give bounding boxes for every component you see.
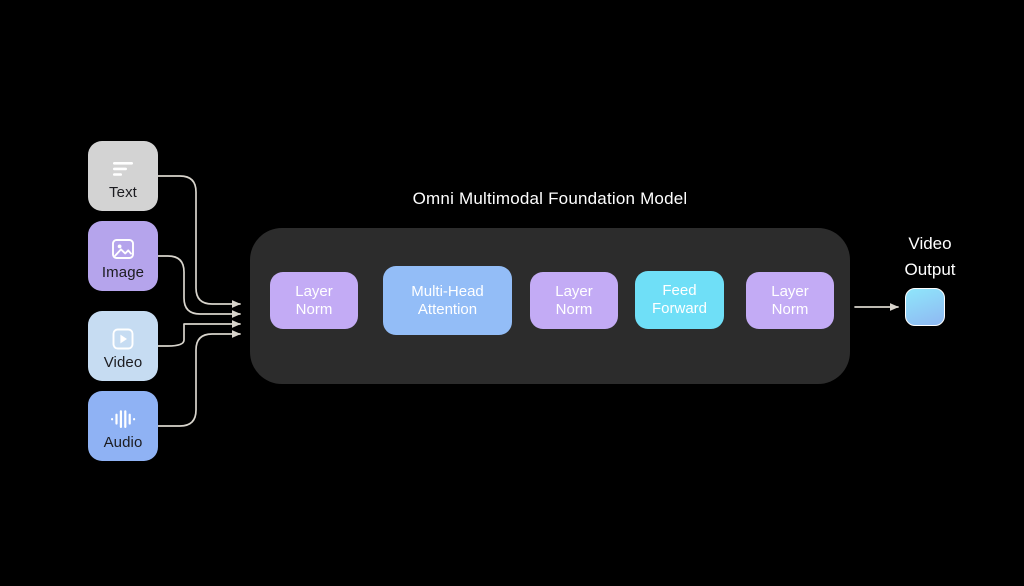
wire-text-to-model: [157, 175, 241, 308]
block-multi-head-attention[interactable]: Multi-Head Attention: [383, 266, 512, 335]
output-label-line2: Output: [904, 259, 956, 279]
wire-video-to-model: [157, 320, 241, 347]
output-label-line1: Video: [908, 234, 952, 253]
block-feed-forward[interactable]: Feed Forward: [635, 271, 724, 329]
block-feed-forward-line2: Forward: [651, 300, 707, 317]
block-layer-norm-2-line2: Norm: [555, 300, 593, 318]
wire-audio-to-model: [157, 330, 241, 427]
block-multi-head-attention-line1: Multi-Head: [411, 282, 484, 300]
block-layer-norm-2[interactable]: Layer Norm: [530, 272, 618, 329]
block-layer-norm-3[interactable]: Layer Norm: [746, 272, 834, 329]
input-card-text-label: Text: [109, 184, 137, 201]
wire-image-to-model: [157, 255, 241, 318]
block-layer-norm-3-line2: Norm: [771, 300, 809, 318]
block-layer-norm-1-line1: Layer: [295, 282, 333, 300]
text-lines-icon: [108, 156, 138, 182]
output-swatch[interactable]: [905, 288, 945, 326]
block-multi-head-attention-line2: Attention: [417, 300, 478, 318]
block-feed-forward-line1: Feed: [662, 282, 697, 300]
block-layer-norm-2-line1: Layer: [555, 282, 593, 300]
input-card-text[interactable]: Text: [88, 141, 158, 211]
input-card-video[interactable]: Video: [88, 311, 158, 381]
model-title: Omni Multimodal Foundation Model: [412, 189, 688, 208]
input-card-video-label: Video: [103, 354, 143, 371]
input-card-audio[interactable]: Audio: [88, 391, 158, 461]
input-card-image[interactable]: Image: [88, 221, 158, 291]
picture-icon: [108, 236, 138, 262]
block-layer-norm-1-line2: Norm: [295, 300, 333, 318]
input-card-audio-label: Audio: [103, 434, 143, 451]
block-layer-norm-3-line1: Layer: [771, 282, 809, 300]
play-square-icon: [108, 326, 138, 352]
input-card-image-label: Image: [101, 264, 145, 281]
block-layer-norm-1[interactable]: Layer Norm: [270, 272, 358, 329]
output-label: Video Output: [860, 231, 1000, 282]
waveform-icon: [108, 406, 138, 432]
